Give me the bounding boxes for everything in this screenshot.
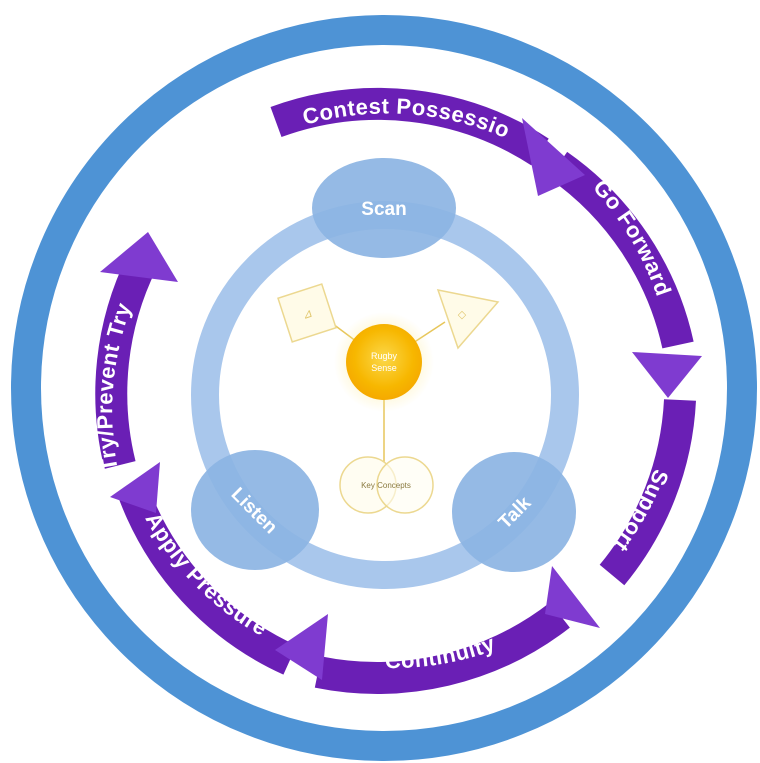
purple-cycle bbox=[95, 87, 696, 694]
center-label-line1: Rugby bbox=[371, 351, 398, 361]
arc-continuity bbox=[314, 602, 570, 694]
center-circle bbox=[346, 324, 422, 400]
arrowhead-apply bbox=[110, 462, 160, 513]
svg-text:⊿: ⊿ bbox=[300, 306, 314, 322]
node-scan: Scan bbox=[312, 158, 456, 258]
svg-text:◇: ◇ bbox=[458, 309, 467, 321]
talk-bubble bbox=[452, 452, 576, 572]
arrowhead-support bbox=[545, 566, 600, 628]
arrowhead-continuity bbox=[275, 614, 328, 680]
outer-ring bbox=[11, 15, 757, 761]
arc-support bbox=[599, 399, 696, 586]
triangle-icon: ◇ bbox=[436, 289, 500, 350]
square-icon: ⊿ bbox=[277, 283, 337, 343]
arc-apply-pressure bbox=[116, 482, 297, 675]
scan-label: Scan bbox=[361, 199, 406, 220]
arc-go-forward bbox=[548, 151, 694, 349]
listen-bubble bbox=[191, 450, 319, 570]
center-graphic: ⊿ ◇ Key Concepts Rugby Sense bbox=[277, 283, 500, 514]
cycle-arrowheads bbox=[100, 118, 702, 680]
venn-icon: Key Concepts bbox=[339, 456, 434, 514]
node-listen: Listen bbox=[191, 450, 319, 570]
venn-label: Key Concepts bbox=[361, 481, 411, 490]
arrowhead-goforward bbox=[632, 352, 702, 398]
arc-contest-possession bbox=[270, 87, 549, 166]
center-label-line2: Sense bbox=[371, 363, 397, 373]
arrowhead-try bbox=[100, 232, 178, 282]
arc-try-prevent-try bbox=[95, 254, 157, 469]
node-talk: Talk bbox=[452, 452, 576, 572]
arrowhead-contest bbox=[522, 118, 585, 196]
scan-bubble bbox=[312, 158, 456, 258]
